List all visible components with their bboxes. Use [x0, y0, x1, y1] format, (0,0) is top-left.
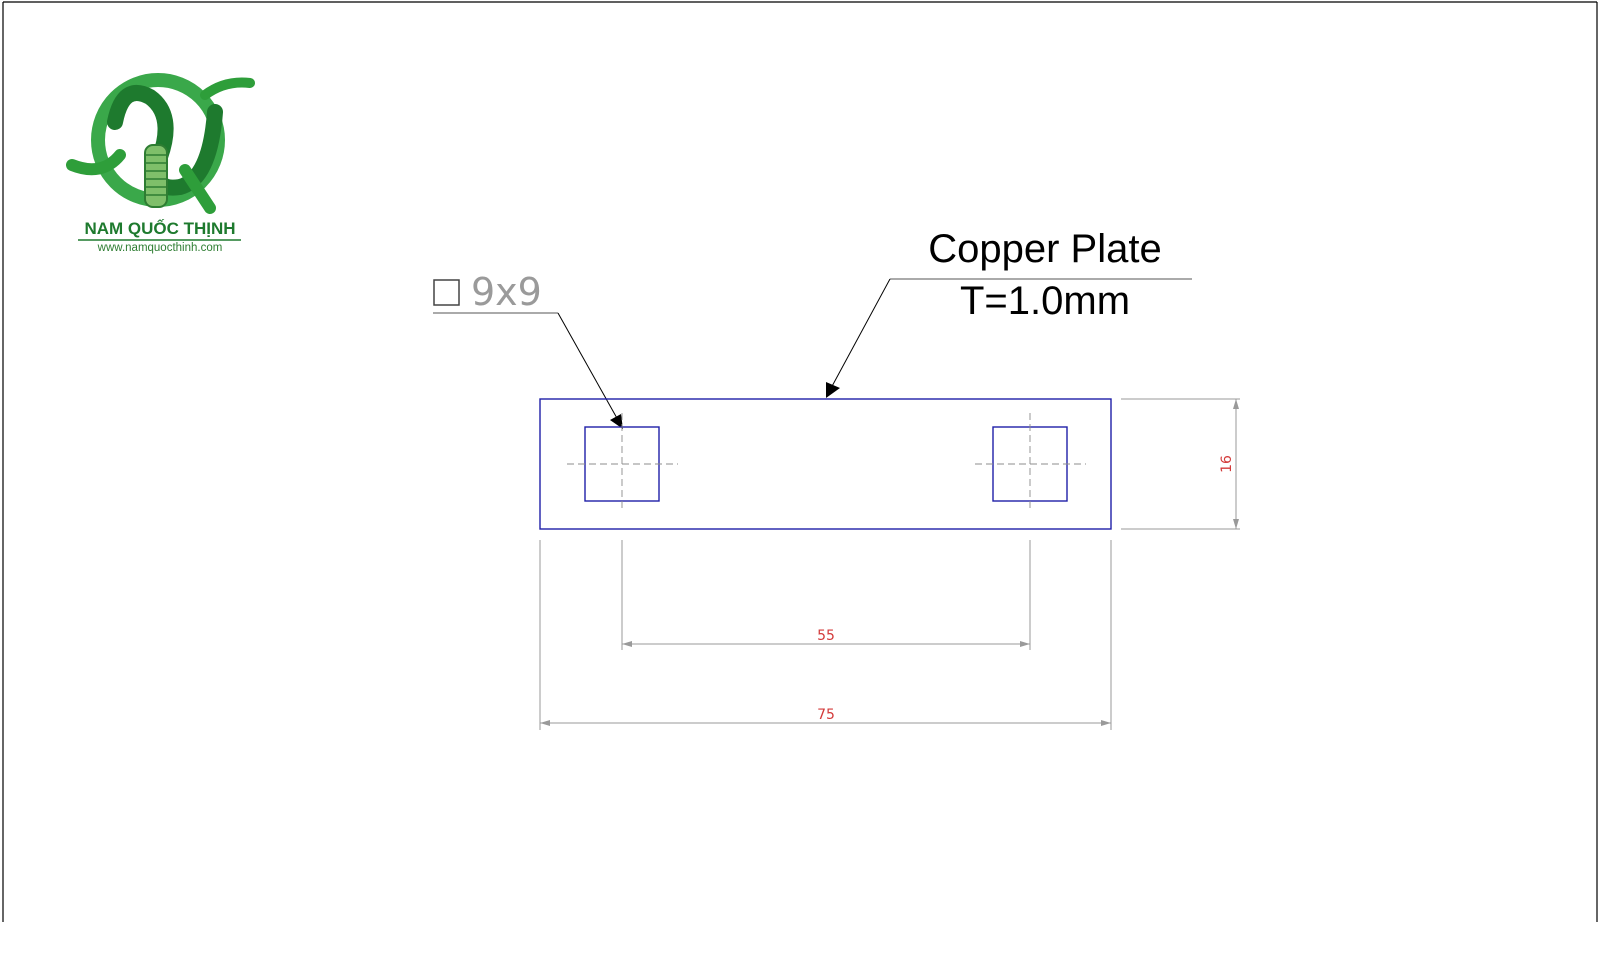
dimension-overall-width: 16	[1219, 455, 1235, 473]
logo-website: www.namquocthinh.com	[97, 242, 223, 254]
dimension-overall-length: 75	[817, 707, 835, 723]
dimension-lines	[539, 398, 1240, 730]
hole-leader-arrow-icon	[610, 414, 623, 429]
dimension-hole-spacing: 55	[817, 628, 835, 644]
material-callout: Copper Plate T=1.0mm	[826, 227, 1192, 398]
dimension-arrows	[540, 399, 1239, 726]
hole-callout: 9x9	[433, 270, 623, 429]
logo-mark-icon	[66, 73, 255, 214]
logo-company-name: NAM QUỐC THỊNH	[84, 218, 235, 238]
center-lines	[567, 413, 1086, 508]
material-name-label: Copper Plate	[928, 227, 1161, 271]
plate-outline	[539, 398, 1112, 530]
material-leader-arrow-icon	[826, 382, 840, 398]
company-logo: NAM QUỐC THỊNH www.namquocthinh.com	[66, 73, 255, 254]
material-thickness-label: T=1.0mm	[960, 279, 1130, 323]
hole-size-label: 9x9	[471, 270, 542, 314]
square-symbol-icon	[433, 279, 460, 306]
drawing-frame	[2, 1, 1598, 922]
